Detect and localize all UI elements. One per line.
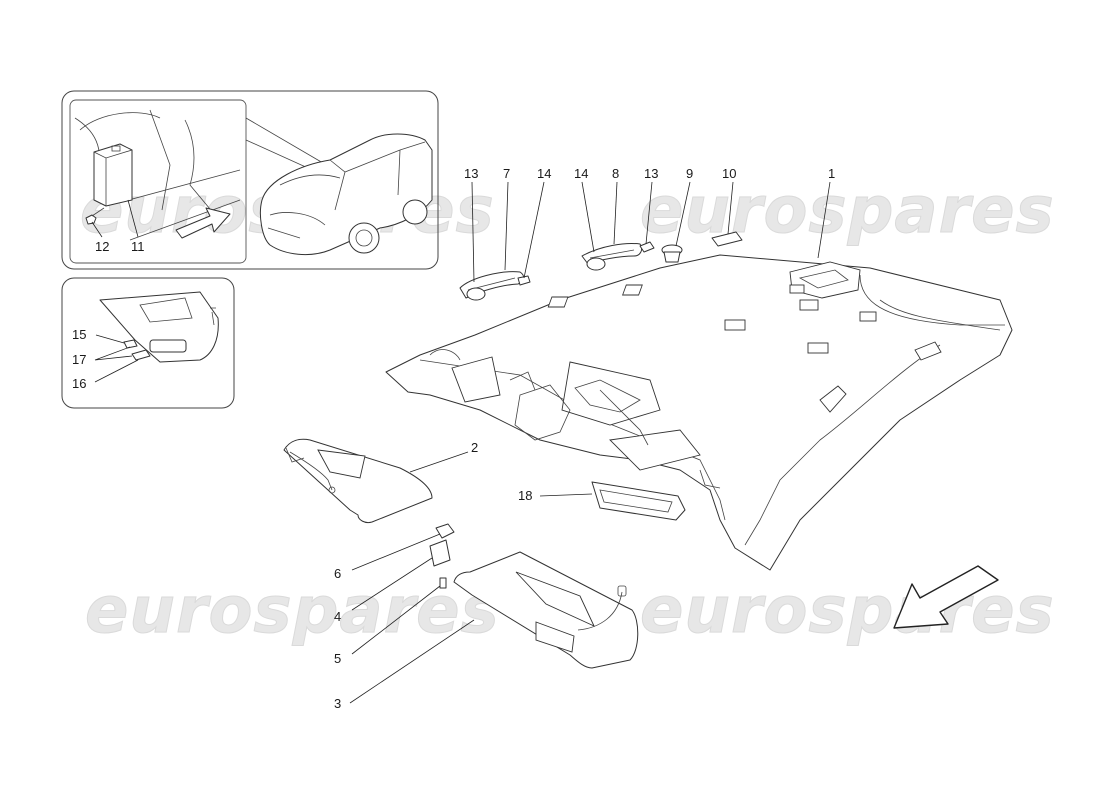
- watermark-bottom-right: eurospares: [640, 574, 1055, 648]
- callout-13a: 13: [464, 166, 478, 181]
- part-4: [429, 539, 451, 567]
- callout-18: 18: [518, 488, 532, 503]
- lamp-part-18: [591, 481, 686, 521]
- callout-3: 3: [334, 696, 341, 711]
- callout-11: 11: [131, 239, 145, 254]
- callout-4: 4: [334, 609, 341, 624]
- part-15: [123, 339, 138, 349]
- callout-15: 15: [72, 327, 86, 342]
- callout-16: 16: [72, 376, 86, 391]
- callout-9: 9: [686, 166, 693, 181]
- callout-5: 5: [334, 651, 341, 666]
- sun-visor-left: [283, 438, 433, 523]
- leader-11: [127, 199, 139, 238]
- callout-1: 1: [828, 166, 835, 181]
- inset-control-unit: 11 12: [61, 90, 439, 270]
- leader-12: [91, 221, 103, 238]
- callout-12: 12: [95, 239, 109, 254]
- callout-10: 10: [722, 166, 736, 181]
- control-unit-part: [93, 143, 133, 207]
- leader-1: [817, 181, 831, 259]
- callout-14a: 14: [537, 166, 551, 181]
- watermark-top-right: eurospares: [640, 174, 1055, 248]
- clip-part-9: [661, 244, 683, 263]
- part-6: [435, 523, 455, 539]
- sun-visor-right: [453, 551, 639, 669]
- view-arrow-icon: [175, 207, 231, 239]
- callout-8: 8: [612, 166, 619, 181]
- callout-17: 17: [72, 352, 86, 367]
- callout-14b: 14: [574, 166, 588, 181]
- screw-part-12: [85, 207, 105, 225]
- callout-6: 6: [334, 566, 341, 581]
- watermark-bottom-left: eurospares: [85, 574, 500, 648]
- part-5: [439, 577, 447, 589]
- callout-2: 2: [471, 440, 478, 455]
- headliner-part: [385, 254, 1013, 571]
- grab-handle-8: [581, 241, 655, 271]
- callout-7: 7: [503, 166, 510, 181]
- grab-handle-7: [459, 271, 531, 301]
- part-16: [131, 349, 151, 361]
- inset-visor-detail: 15 17 16: [61, 277, 235, 409]
- direction-arrow-icon: [893, 565, 999, 629]
- visor-clip-parts: [429, 523, 455, 589]
- callout-13b: 13: [644, 166, 658, 181]
- car-sketch: [259, 133, 433, 255]
